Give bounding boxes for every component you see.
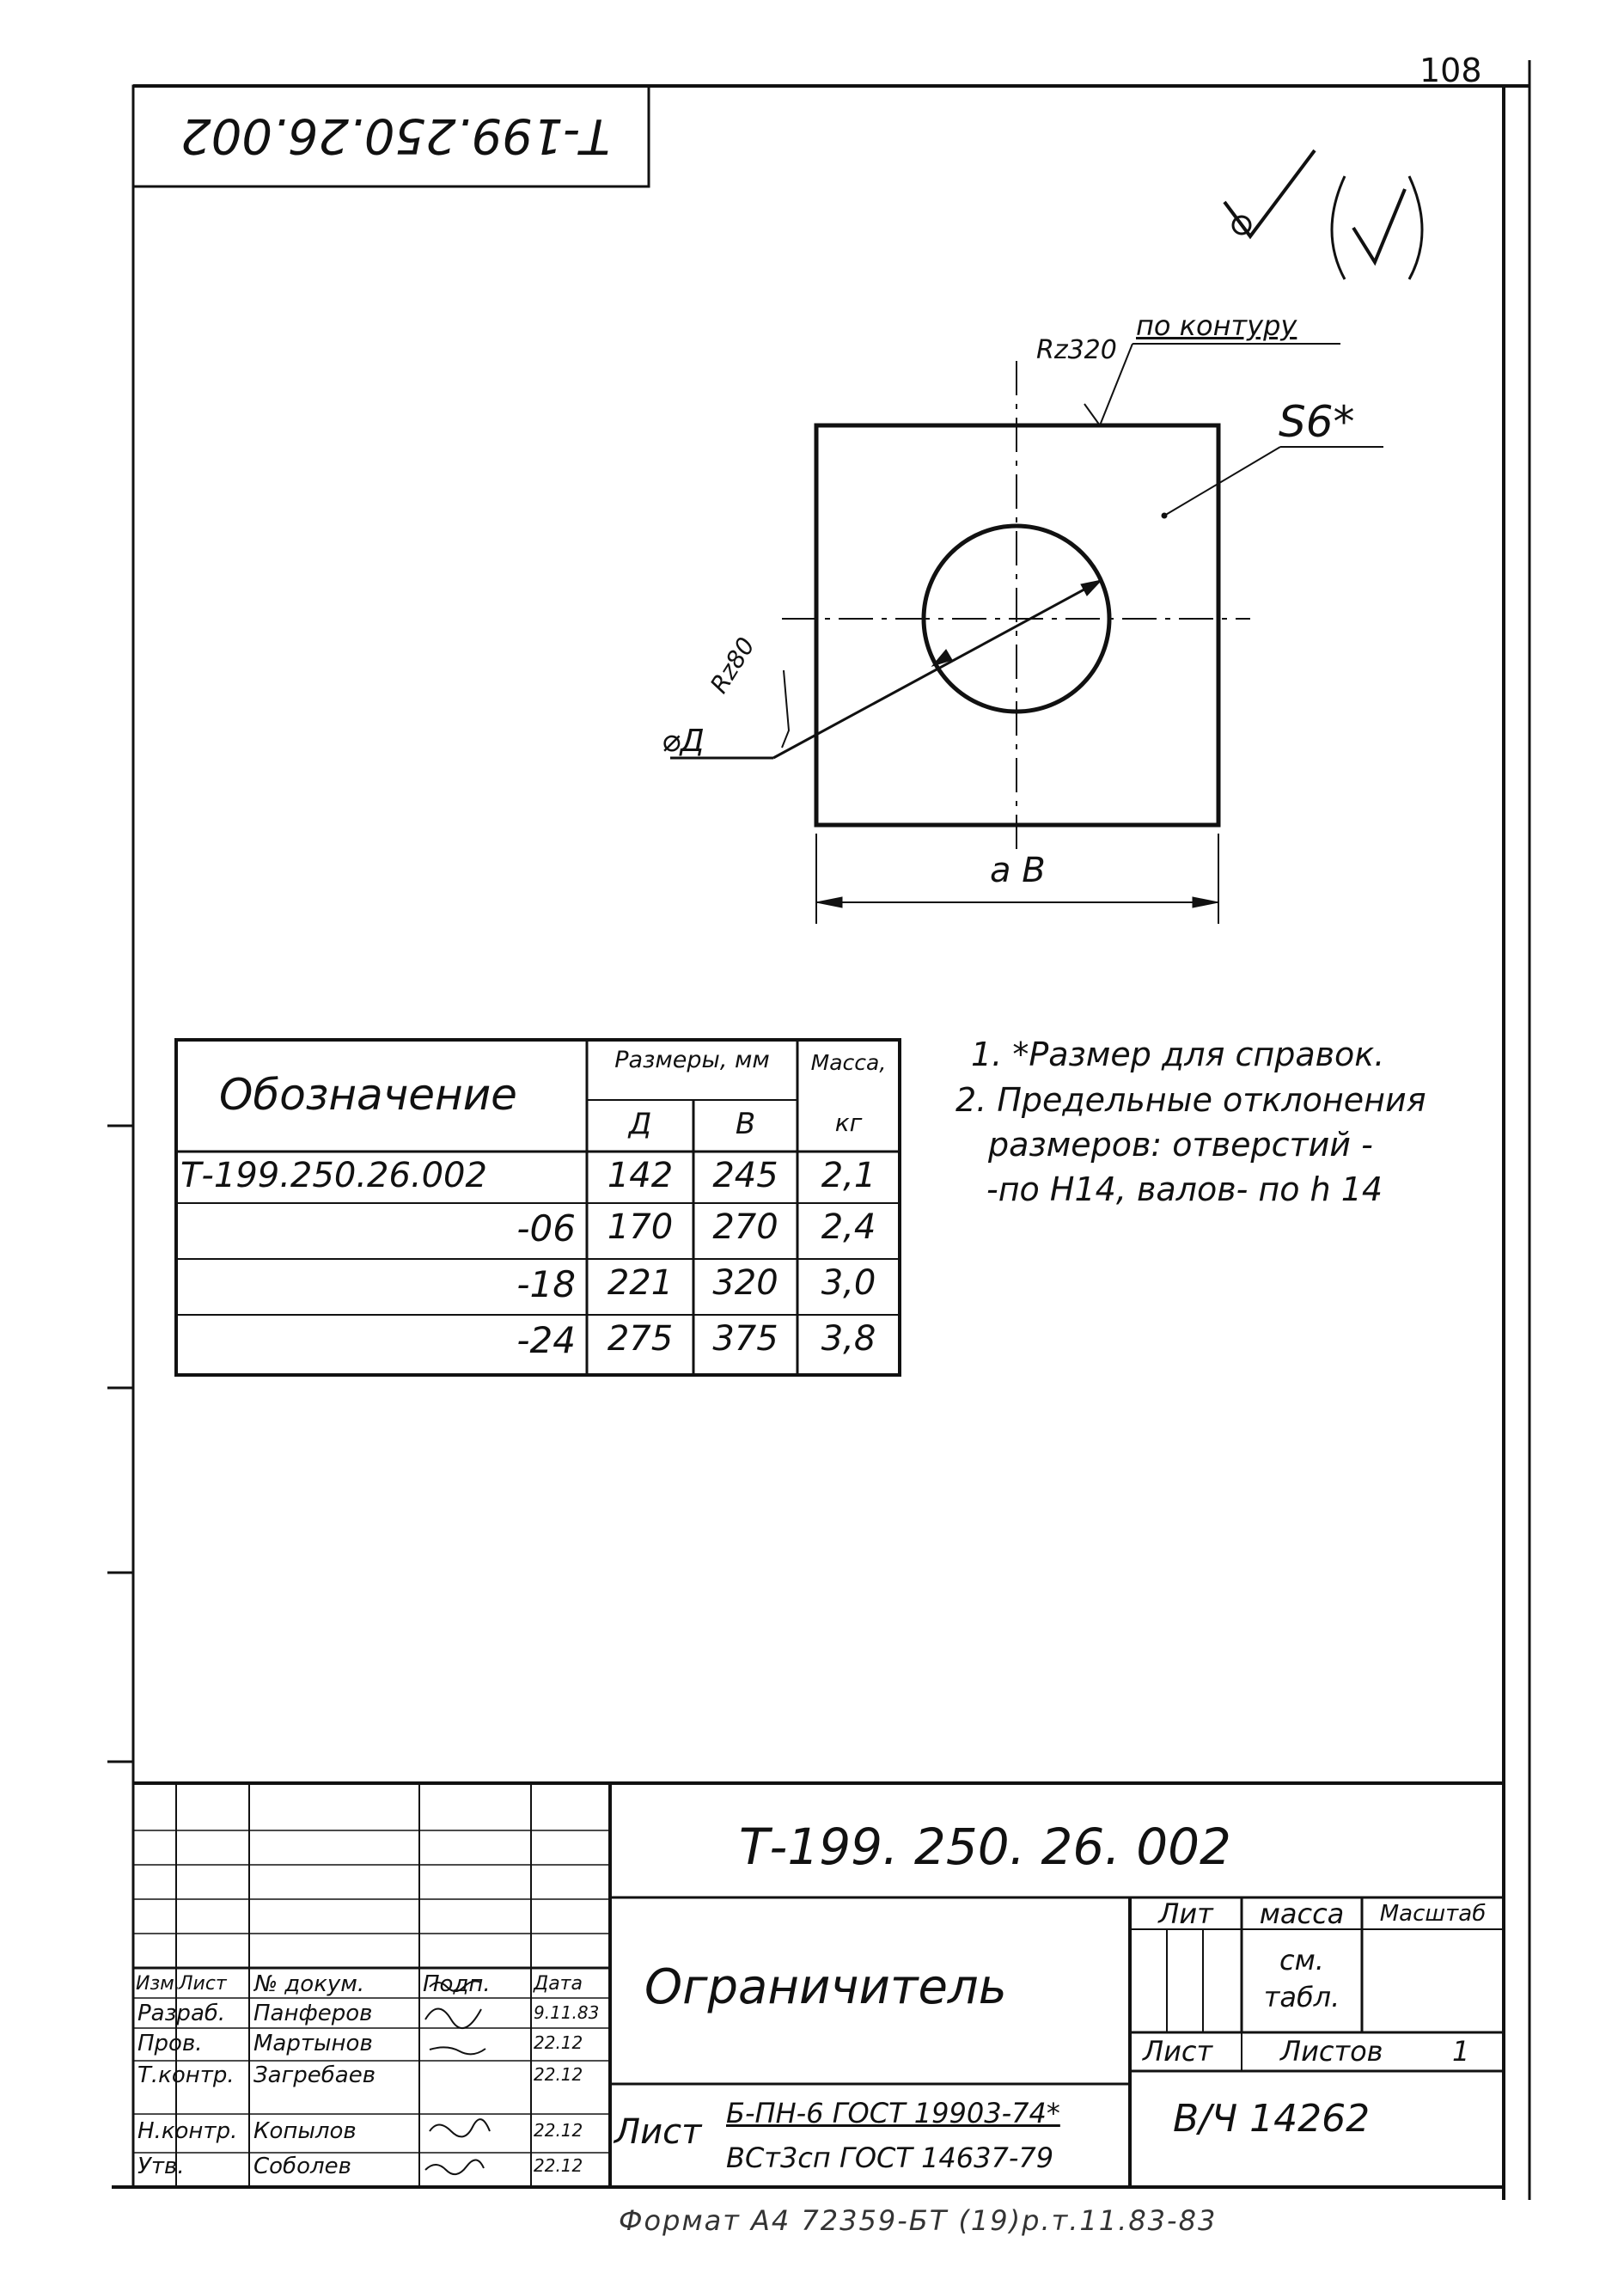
note-2-line-2: размеров: отверстий - xyxy=(988,1126,1373,1164)
signature-marks xyxy=(424,1980,491,2176)
material-prefix: Лист xyxy=(614,2112,702,2152)
sheet-label: Лист xyxy=(1143,2035,1213,2068)
note-1: 1. *Размер для справок. xyxy=(971,1036,1385,1073)
table-header-dimensions: Размеры, мм xyxy=(614,1047,770,1073)
table-row-designation: -18 xyxy=(516,1263,576,1305)
approval-name: Мартынов xyxy=(253,2031,373,2056)
material-sheet-spec: Б-ПН-6 ГОСТ 19903-74* xyxy=(726,2097,1060,2129)
table-row-b: 320 xyxy=(712,1263,778,1303)
table-header-mass: Масса, xyxy=(810,1050,887,1075)
title-block-code: Т-199. 250. 26. 002 xyxy=(739,1818,1231,1876)
approval-date: 22.12 xyxy=(534,2120,583,2141)
table-row-d: 170 xyxy=(607,1207,674,1247)
part-name: Ограничитель xyxy=(644,1959,1007,2015)
side-dimension-label: а В xyxy=(990,851,1046,890)
col-izm: Изм. xyxy=(136,1973,180,1995)
table-row-d: 275 xyxy=(607,1319,674,1359)
approval-role: Пров. xyxy=(137,2031,203,2056)
table-header-designation: Обозначение xyxy=(219,1070,517,1120)
col-doc: № докум. xyxy=(254,1971,365,1997)
approval-date: 22.12 xyxy=(534,2064,583,2085)
scale-label: Масштаб xyxy=(1379,1901,1487,1927)
table-row-d: 221 xyxy=(607,1263,674,1303)
lit-label: Лит xyxy=(1158,1897,1213,1930)
mass-value-line-2: табл. xyxy=(1263,1981,1340,2013)
table-row-designation: Т-199.250.26.002 xyxy=(180,1156,487,1195)
approval-role: Утв. xyxy=(137,2154,185,2179)
sheets-label: Листов xyxy=(1280,2035,1383,2068)
approval-date: 9.11.83 xyxy=(534,2002,600,2023)
approval-name: Загребаев xyxy=(253,2062,376,2088)
col-sign: Подп. xyxy=(423,1971,491,1997)
table-row-b: 270 xyxy=(712,1207,778,1247)
table-row-b: 245 xyxy=(712,1156,778,1195)
table-col-d: Д xyxy=(628,1107,652,1141)
approval-name: Соболев xyxy=(253,2154,351,2179)
table-row-designation: -06 xyxy=(516,1207,576,1250)
approval-name: Панферов xyxy=(253,2001,373,2026)
sheet-number-mark: 108 xyxy=(1419,52,1482,89)
footer-format: Формат А4 72359-БТ (19)р.т.11.83-83 xyxy=(619,2204,1218,2237)
table-row-designation: -24 xyxy=(516,1319,576,1361)
material-steel-spec: ВСт3сп ГОСТ 14637-79 xyxy=(726,2142,1054,2174)
table-header-mass-unit: кг xyxy=(834,1109,863,1137)
note-2: 2. Предельные отклонения xyxy=(955,1081,1426,1119)
organization-code: В/Ч 14262 xyxy=(1173,2097,1371,2141)
table-row-mass: 2,4 xyxy=(821,1207,876,1247)
table-row-mass: 3,0 xyxy=(821,1263,876,1303)
table-row-d: 142 xyxy=(607,1156,674,1195)
approval-role: Т.контр. xyxy=(137,2062,235,2088)
approval-date: 22.12 xyxy=(534,2032,583,2053)
mass-value-line-1: см. xyxy=(1279,1944,1324,1977)
table-row-mass: 3,8 xyxy=(821,1319,876,1359)
col-date: Дата xyxy=(534,1973,583,1995)
thickness-label: S6* xyxy=(1279,397,1355,447)
approval-role: Разраб. xyxy=(137,2001,226,2026)
table-row-mass: 2,1 xyxy=(821,1156,876,1195)
rotated-designation: Т-199.250.26.002 xyxy=(180,107,610,163)
approval-name: Копылов xyxy=(253,2118,357,2144)
contour-note: по контуру xyxy=(1136,309,1297,342)
note-2-line-3: -по Н14, валов- по h 14 xyxy=(986,1170,1383,1208)
table-row-b: 375 xyxy=(712,1319,778,1359)
approval-role: Н.контр. xyxy=(137,2118,238,2144)
roughness-rz320: Rz320 xyxy=(1036,335,1117,365)
approval-date: 22.12 xyxy=(534,2155,583,2176)
table-col-b: В xyxy=(735,1107,756,1141)
hole-diameter-label: ⌀Д xyxy=(662,724,705,759)
sheets-value: 1 xyxy=(1452,2035,1470,2068)
mass-label: масса xyxy=(1259,1897,1345,1930)
col-list: Лист xyxy=(179,1973,227,1995)
